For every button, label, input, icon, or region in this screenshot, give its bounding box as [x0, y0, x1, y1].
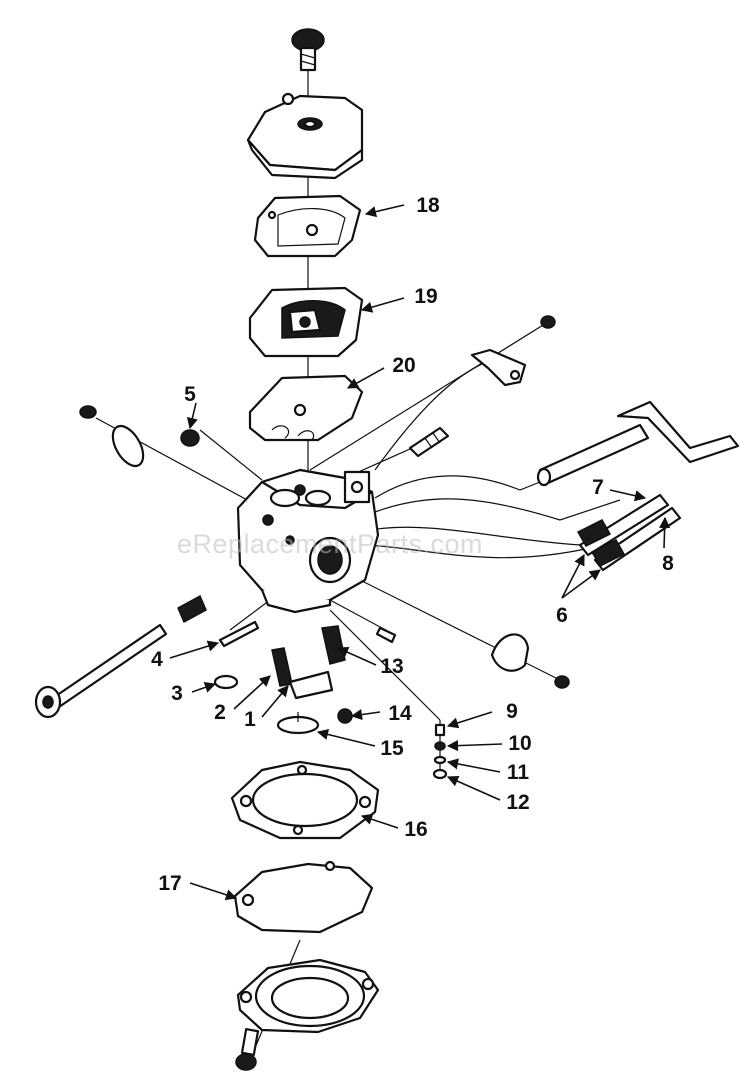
- leader-lines: [169, 204, 671, 901]
- top-screw: [291, 28, 325, 72]
- assembly-lines: [95, 62, 621, 1061]
- callout-2: 2: [214, 701, 226, 724]
- callout-9: 9: [506, 700, 518, 723]
- callout-4: 4: [151, 648, 163, 671]
- gasket-18: [253, 194, 362, 258]
- idle-screw: [408, 426, 450, 458]
- plate-17: [233, 860, 374, 934]
- diaphragm-19: [248, 286, 364, 358]
- callout-5: 5: [184, 383, 196, 406]
- callout-17: 17: [158, 872, 181, 895]
- callout-8: 8: [662, 552, 674, 575]
- callout-labels: 1 2 3 4 5 6 7 8 9 10 11 12 13 14 15 16 1…: [151, 194, 674, 895]
- callout-18: 18: [416, 194, 440, 217]
- callout-6: 6: [556, 604, 568, 627]
- callout-20: 20: [392, 354, 415, 377]
- choke-shaft: [34, 594, 207, 719]
- bottom-screw: [235, 1028, 260, 1071]
- throttle-shaft: [536, 400, 740, 487]
- callout-7: 7: [592, 476, 604, 499]
- watermark-text: eReplacementParts.com: [177, 529, 483, 559]
- mixture-needles: [576, 493, 682, 572]
- metering-parts: [213, 620, 397, 735]
- left-shutter-assembly: [79, 405, 145, 468]
- spring-5: [180, 429, 200, 447]
- callout-16: 16: [404, 818, 427, 841]
- callout-15: 15: [380, 737, 404, 760]
- gasket-20: [248, 374, 364, 442]
- callout-10: 10: [508, 732, 531, 755]
- carburetor-body: [236, 468, 380, 614]
- bottom-cover: [236, 958, 380, 1034]
- pump-cover: [246, 92, 364, 180]
- callout-1: 1: [244, 708, 256, 731]
- valve-stack: [432, 723, 448, 780]
- gasket-16: [230, 760, 380, 840]
- callout-14: 14: [388, 702, 412, 725]
- right-shutter-assembly: [490, 633, 570, 689]
- callout-12: 12: [506, 791, 529, 814]
- callout-19: 19: [414, 285, 437, 308]
- callout-11: 11: [507, 761, 530, 784]
- bracket: [470, 315, 556, 387]
- callout-13: 13: [380, 655, 403, 678]
- callout-3: 3: [171, 682, 183, 705]
